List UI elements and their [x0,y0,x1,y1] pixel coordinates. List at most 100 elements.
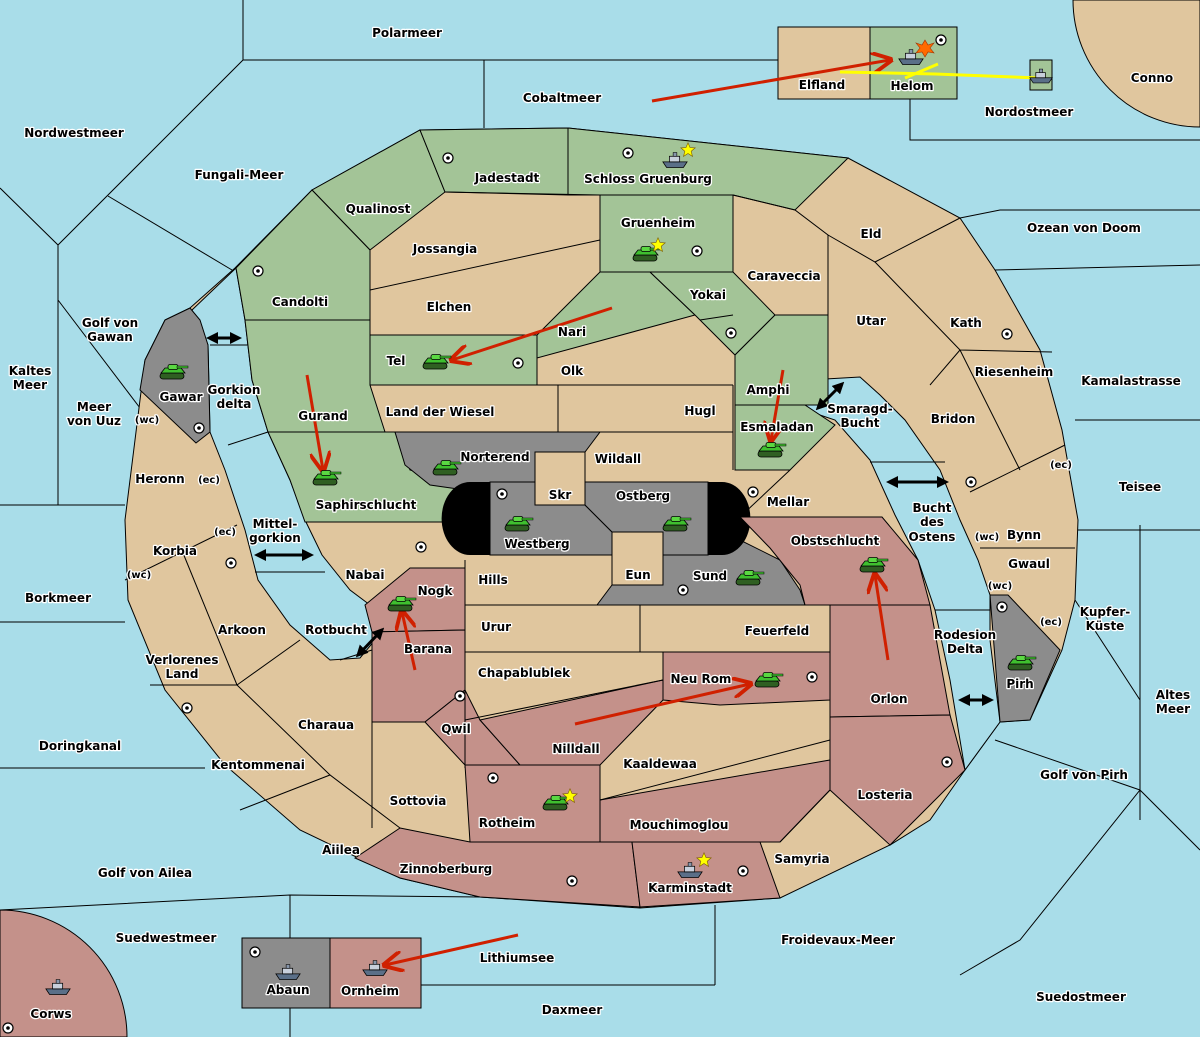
supply-center-dot [1000,605,1004,609]
label: Elchen [427,300,472,314]
label: Yokai [689,288,726,302]
region-gruenheim[interactable] [599,194,734,273]
move-arrow [574,684,750,726]
region-corws[interactable] [0,909,128,1037]
label: Land [166,667,199,681]
coast-label: (ec) [214,527,236,538]
label: Conno [1131,71,1173,85]
label: Gawan [87,330,133,344]
label: Arkoon [218,623,266,637]
supply-center-dot [256,269,260,273]
label: Eun [625,568,650,582]
label: Suedostmeer [1036,990,1126,1004]
label: Bynn [1007,528,1041,542]
label: Nordostmeer [985,105,1074,119]
supply-center-dot [419,545,423,549]
explosion-icon [915,39,935,58]
label: Sottovia [390,794,447,808]
label: des [920,515,944,529]
capsule-end-west [441,482,490,555]
move-arrow [385,933,519,965]
label: Teisee [1119,480,1161,494]
coast-label: (ec) [1040,617,1062,628]
label: Abaun [266,983,309,997]
label: Candolti [272,295,328,309]
supply-center-dot [458,694,462,698]
double-arrow-icon [355,627,385,658]
supply-center-dot [229,561,233,565]
supply-center-dot [939,38,943,42]
move-orders [305,60,890,965]
label: Feuerfeld [745,624,810,638]
label: Bucht [840,416,879,430]
region-conno[interactable] [1072,0,1200,128]
supply-center-dot [695,249,699,253]
convoy-orders [839,62,1041,80]
label: Meer [1156,702,1190,716]
label: Rotheim [479,816,536,830]
label: Kentommenai [211,758,305,772]
label: Daxmeer [542,1003,603,1017]
supply-center-dot [626,151,630,155]
region-amphi[interactable] [734,314,829,406]
label: Kaaldewaa [623,757,697,771]
coast-label: (wc) [127,570,151,581]
label: Ostens [909,530,956,544]
label: Pirh [1006,677,1033,691]
label: Ozean von Doom [1027,221,1141,235]
label: Norterend [460,450,529,464]
label: Westberg [504,537,569,551]
region-skr[interactable] [534,451,586,506]
supply-center-dot [810,675,814,679]
label: Qwil [441,722,471,736]
region-rotheim[interactable] [464,764,601,843]
region-elfland[interactable] [777,26,871,100]
capsule-end-east [708,482,751,555]
move-arrow [651,60,890,103]
label: Borkmeer [25,591,91,605]
label: Gawar [159,390,202,404]
supply-centers [2,34,1013,1034]
move-arrow [402,612,417,671]
land-borders [124,191,1075,843]
label: Korbia [153,544,197,558]
label: Orlon [870,692,907,706]
units [45,39,1053,995]
label: Kupfer- [1080,605,1130,619]
supply-center-dot [197,426,201,430]
label: Froidevaux-Meer [781,933,895,947]
label: Smaragd- [827,402,892,416]
move-arrow [452,306,613,360]
move-arrow [771,369,785,440]
label: Skr [549,488,572,502]
label: Ostberg [616,489,670,503]
label: Nogk [418,584,454,598]
label: Gwaul [1008,557,1050,571]
label: Altes [1156,688,1190,702]
label: Ornheim [341,984,399,998]
label: Amphi [746,383,789,397]
region-karminstadt[interactable] [631,841,781,908]
label: Jossangia [412,242,477,256]
region-zinnoberburg[interactable] [353,827,641,908]
supply-center-dot [516,361,520,365]
coast-label: (wc) [988,581,1012,592]
label: Golf von Pirh [1040,768,1128,782]
label: Nordwestmeer [24,126,124,140]
supply-center-dot [185,706,189,710]
region-eun[interactable] [611,531,664,586]
label: Zinnoberburg [400,862,492,876]
coast-label: (ec) [1050,460,1072,471]
channel-borders [210,344,990,611]
double-arrow-icon [815,381,845,411]
label: Caraveccia [747,269,820,283]
label: Nilldall [552,742,599,756]
label: Esmaladan [740,420,813,434]
label: Suedwestmeer [116,931,217,945]
move-arrow [875,575,890,661]
label: Schloss Gruenburg [584,172,712,186]
label: Elfland [799,78,845,92]
label: Meer [13,378,47,392]
